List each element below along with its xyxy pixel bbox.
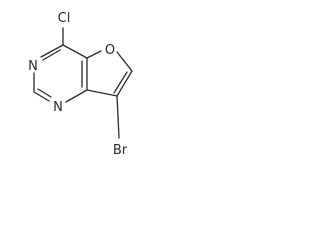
atom-nitrogen-top: N xyxy=(28,59,38,74)
bond-c4a-c4 xyxy=(62,44,88,59)
bonds xyxy=(33,27,133,139)
bond-c4-n3 xyxy=(40,44,64,58)
atom-bromine: Br xyxy=(113,143,128,158)
bond-c4a-o xyxy=(86,50,102,59)
bond-c6-c7-inner xyxy=(113,71,128,94)
atom-labels: Cl N N O Br xyxy=(28,11,128,158)
atom-nitrogen-bottom: N xyxy=(53,100,63,115)
bond-c6-c7 xyxy=(116,70,133,97)
bond-c7-br xyxy=(116,95,120,139)
structure-diagram: Cl N N O Br xyxy=(28,11,133,158)
bond-o-c6 xyxy=(116,51,133,72)
bond-c2-n1-inner xyxy=(37,88,52,98)
bond-c4-n3-inner xyxy=(42,49,61,61)
bond-c7-c7a xyxy=(86,89,118,97)
bond-n1-c7a xyxy=(65,89,88,103)
bond-c2-n1 xyxy=(33,91,50,102)
atom-oxygen: O xyxy=(105,43,115,58)
atom-chlorine: Cl xyxy=(58,11,71,26)
